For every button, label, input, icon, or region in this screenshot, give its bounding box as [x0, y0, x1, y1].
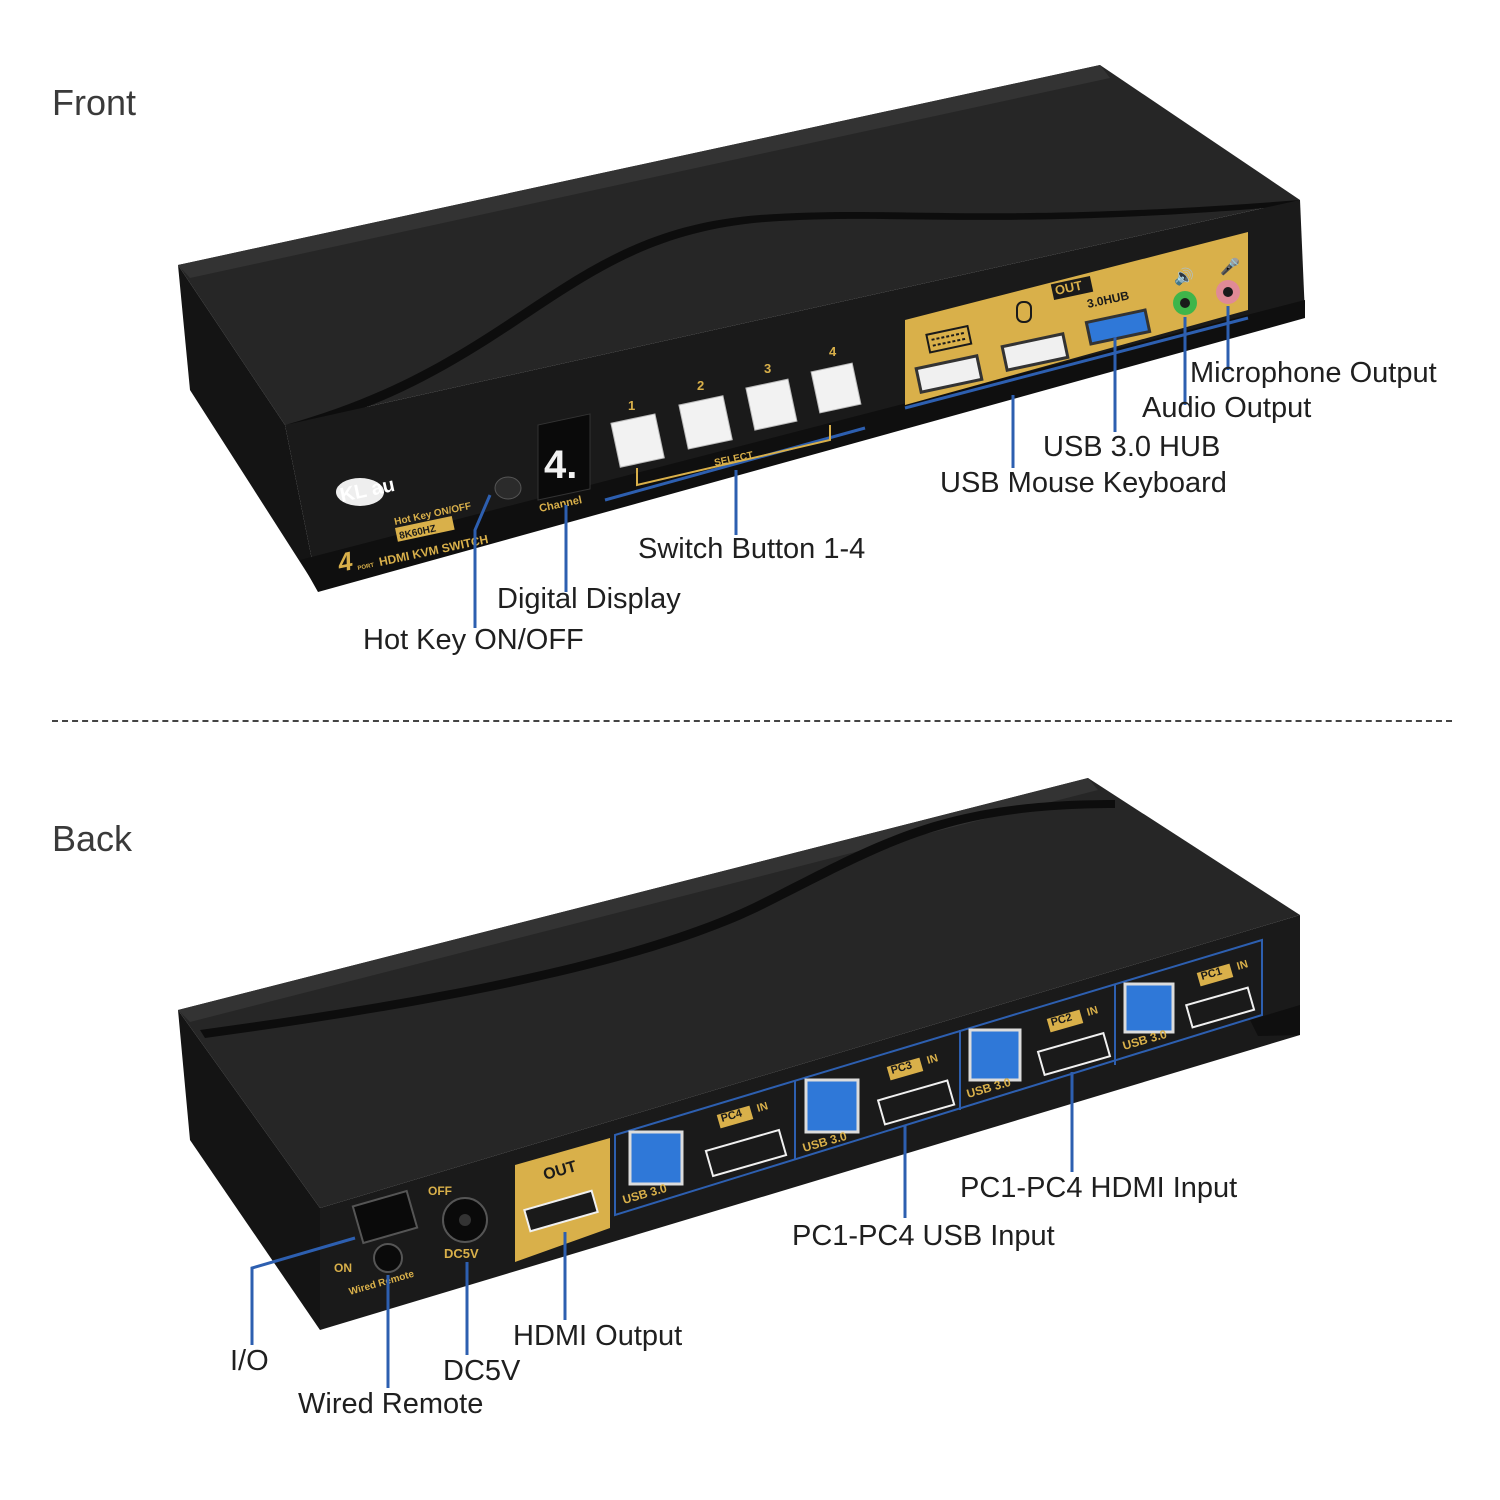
back-top-highlight	[178, 778, 1098, 1022]
front-blue-rule	[604, 426, 866, 502]
front-gold-panel	[905, 232, 1248, 405]
callout-hot-key: Hot Key ON/OFF	[363, 624, 584, 656]
usb-b-port-pc4[interactable]	[628, 1130, 684, 1186]
front-device-illustration: KL au Hot Key ON/OFF 8K60HZ 4 PORT HDMI …	[178, 65, 1305, 628]
back-section-title: Back	[52, 818, 133, 859]
callout-pc-usb-input: PC1-PC4 USB Input	[792, 1220, 1055, 1252]
microphone-jack-hole	[1223, 287, 1233, 297]
brand-logo-circle	[336, 478, 384, 506]
port-word-label: PORT	[357, 563, 375, 572]
hotkey-button[interactable]	[494, 476, 522, 500]
usb-b-port-pc2[interactable]	[968, 1028, 1022, 1082]
out-badge-text: OUT	[1054, 278, 1084, 298]
usb-b-port-pc1[interactable]	[1123, 982, 1175, 1034]
back-foot	[1250, 1005, 1300, 1036]
callout-switch-buttons: Switch Button 1-4	[638, 533, 866, 565]
hdmi-input-port-pc3[interactable]	[876, 1079, 956, 1126]
pc2-badge-text: PC2	[1050, 1011, 1074, 1028]
switch-button-1[interactable]	[610, 413, 665, 468]
hdmi-output-port[interactable]	[523, 1189, 599, 1233]
audio-output-jack-hole	[1180, 298, 1190, 308]
microphone-icon: 🎤	[1220, 257, 1240, 276]
pc4-badge-text: PC4	[720, 1107, 745, 1125]
callout-hdmi-output: HDMI Output	[513, 1320, 683, 1352]
switch-button-3[interactable]	[745, 378, 798, 431]
section-divider	[52, 720, 1452, 722]
pc1-in-text: IN	[1236, 958, 1250, 973]
callout-usb-mouse-keyboard: USB Mouse Keyboard	[940, 467, 1227, 499]
callout-pc-hdmi-input: PC1-PC4 HDMI Input	[960, 1172, 1238, 1204]
pc2-badge-bg	[1046, 1009, 1084, 1033]
pc4-badge-bg	[716, 1105, 754, 1129]
switch-number-3: 3	[764, 361, 771, 376]
dc5v-jack-pin	[459, 1214, 471, 1226]
keyboard-icon	[925, 324, 973, 354]
dc5v-silk-label: DC5V	[444, 1246, 479, 1261]
front-section-title: Front	[52, 82, 137, 123]
front-left-side	[178, 265, 318, 590]
front-top-surface	[178, 65, 1300, 425]
hdmi-input-port-pc4[interactable]	[704, 1128, 788, 1178]
back-port-panel	[614, 938, 1263, 1217]
hdmi-input-port-pc1[interactable]	[1184, 986, 1256, 1029]
pc3-badge-text: PC3	[890, 1059, 914, 1076]
select-bracket	[636, 425, 831, 487]
callout-io: I/O	[230, 1345, 269, 1377]
usb-mouse-port[interactable]	[1000, 332, 1070, 372]
hdmi-input-port-pc2[interactable]	[1036, 1031, 1112, 1077]
switch-number-1: 1	[628, 398, 635, 413]
pc3-in-text: IN	[926, 1052, 940, 1067]
pc1-badge-bg	[1196, 963, 1234, 987]
front-top-highlight	[178, 65, 1110, 278]
pc4-in-text: IN	[756, 1100, 770, 1115]
callout-usb-hub: USB 3.0 HUB	[1043, 431, 1221, 463]
power-on-label: ON	[334, 1261, 352, 1275]
digital-display	[537, 413, 591, 501]
pc3-badge-bg	[886, 1057, 924, 1081]
switch-button-4[interactable]	[810, 362, 862, 414]
callout-microphone-output: Microphone Output	[1190, 357, 1437, 389]
usb-b-port-pc3[interactable]	[804, 1078, 860, 1134]
callout-digital-display: Digital Display	[497, 583, 681, 615]
back-left-side	[178, 1010, 320, 1330]
pc2-in-text: IN	[1086, 1004, 1100, 1019]
speaker-icon: 🔊	[1174, 267, 1194, 286]
front-blue-rule-right	[904, 316, 1249, 410]
switch-button-2[interactable]	[678, 395, 733, 450]
usb-keyboard-port[interactable]	[914, 354, 984, 394]
pc1-badge-text: PC1	[1200, 965, 1224, 982]
callout-wired-remote: Wired Remote	[298, 1388, 484, 1420]
display-digit: 4.	[544, 443, 577, 487]
usb-hub-port[interactable]	[1084, 308, 1152, 346]
power-off-label: OFF	[428, 1184, 452, 1198]
leader-io	[250, 1236, 356, 1345]
switch-number-4: 4	[829, 344, 837, 359]
out-badge-bg	[1050, 276, 1094, 300]
mouse-icon	[1016, 301, 1032, 323]
callout-dc5v: DC5V	[443, 1355, 521, 1387]
callout-audio-output: Audio Output	[1142, 392, 1312, 424]
port-count-digit: 4	[334, 545, 356, 578]
leader-hotkey	[473, 494, 492, 628]
power-switch[interactable]	[351, 1189, 419, 1245]
back-top-surface	[178, 778, 1300, 1208]
switch-number-2: 2	[697, 378, 704, 393]
wired-remote-jack[interactable]	[373, 1243, 403, 1273]
resolution-badge-bg	[395, 515, 455, 542]
